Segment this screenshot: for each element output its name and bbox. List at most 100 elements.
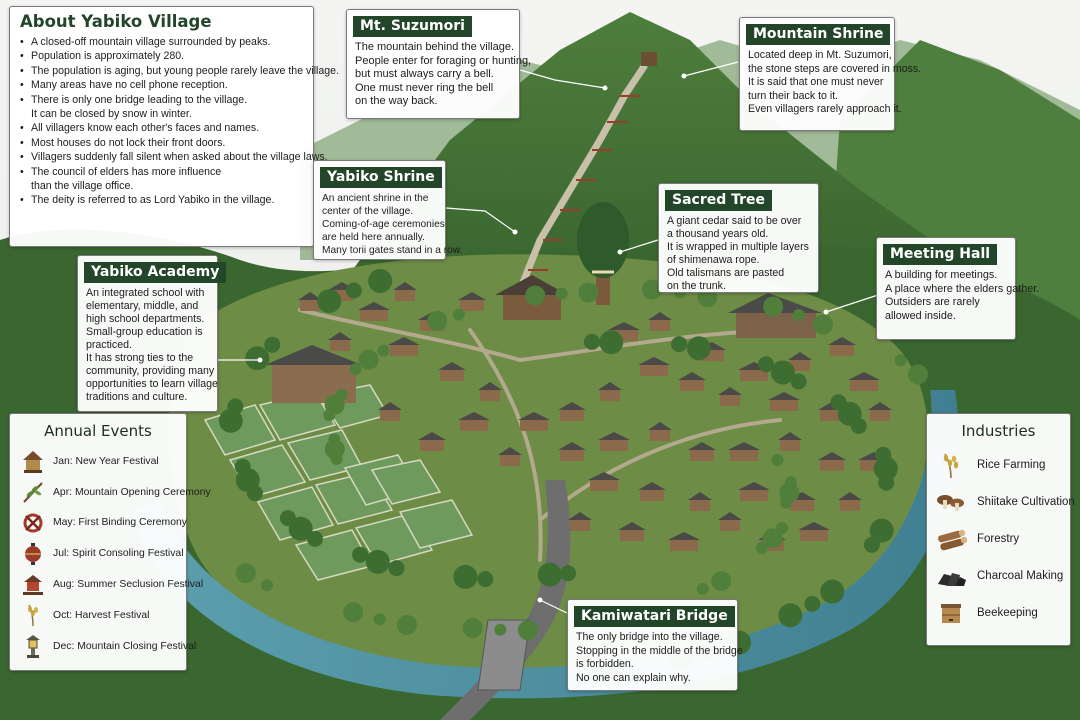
stone-lantern-icon [26, 635, 40, 659]
tree [452, 308, 465, 321]
tree [778, 603, 803, 628]
callout-line: but must always carry a bell. [355, 68, 494, 81]
tree [358, 349, 379, 370]
callout-line: of shimenawa rope. [667, 254, 760, 266]
tree [245, 346, 270, 371]
about-village-panel: About Yabiko Village A closed-off mounta… [9, 6, 339, 247]
tree [377, 344, 390, 357]
sacred-tree [577, 202, 629, 305]
callout-line: Outsiders are rarely [885, 296, 980, 309]
callout-line: traditions and culture. [86, 391, 188, 403]
about-item: Population is approximately 280. [20, 49, 307, 64]
tree [453, 564, 478, 589]
tree [583, 333, 600, 350]
industries-title: Industries [961, 422, 1036, 440]
callout-line: Small-group education is [86, 326, 203, 338]
about-item: It can be closed by snow in winter. [31, 108, 192, 121]
tree [784, 476, 797, 489]
tree [317, 289, 342, 314]
tree [525, 285, 546, 306]
event-label: Dec: Mountain Closing Festival [53, 640, 197, 652]
house [688, 442, 716, 461]
callout-title: Mt. Suzumori [353, 16, 472, 37]
tree [246, 485, 263, 502]
tree [830, 394, 847, 411]
event-label: Apr: Mountain Opening Ceremony [53, 486, 211, 498]
callout-line: The only bridge into the village. [576, 631, 723, 643]
beehive-icon [941, 603, 961, 623]
callout-sacred-tree: Sacred Tree A giant cedar said to be ove… [658, 183, 819, 293]
callout-line: turn their back to it. [748, 89, 839, 102]
about-item: A closed-off mountain village surrounded… [20, 35, 307, 50]
industry-row: Forestry [927, 520, 1070, 557]
house [718, 387, 742, 406]
callout-line: People enter for foraging or hunting, [355, 54, 532, 67]
tree [264, 336, 281, 353]
tree [776, 522, 788, 535]
house [798, 522, 830, 541]
industry-label: Beekeeping [977, 606, 1038, 619]
tree [330, 452, 343, 465]
house [498, 447, 522, 466]
event-row: Aug: Summer Seclusion Festival [10, 569, 203, 600]
house [838, 492, 862, 511]
tree [537, 562, 562, 587]
industry-row: Charcoal Making [927, 557, 1070, 594]
event-row: Jul: Spirit Consoling Festival [10, 538, 186, 569]
callout-line: Old talismans are pasted [667, 267, 785, 279]
house [828, 337, 856, 356]
event-row: Jan: New Year Festival [10, 446, 186, 477]
callout-line: A giant cedar said to be over [667, 215, 802, 227]
house [568, 512, 592, 531]
callout-title: Sacred Tree [665, 190, 773, 211]
tree [642, 279, 663, 300]
house [638, 482, 666, 501]
about-item: than the village office. [31, 180, 134, 193]
house [678, 372, 706, 391]
event-row: Apr: Mountain Opening Ceremony [10, 477, 211, 508]
industry-row: Rice Farming [927, 446, 1070, 483]
house [518, 412, 550, 431]
event-label: Jan: New Year Festival [53, 455, 159, 467]
tree [792, 308, 805, 321]
house [598, 382, 622, 401]
tree [343, 602, 364, 623]
rice-icon [943, 453, 959, 478]
callout-body: The mountain behind the village.People e… [347, 41, 532, 115]
house [768, 392, 800, 411]
rice-stalk-icon [28, 605, 38, 627]
tree [235, 563, 256, 584]
about-item: Most houses do not lock their front door… [20, 136, 307, 151]
house [558, 402, 586, 421]
tree [820, 579, 845, 604]
house [358, 302, 390, 321]
tree [711, 571, 732, 592]
house [458, 412, 490, 431]
tree [388, 560, 405, 577]
about-item: All villagers know each other's faces an… [20, 121, 307, 136]
tree [813, 314, 834, 335]
house [728, 442, 760, 461]
leader-lines [218, 61, 879, 614]
house [558, 442, 586, 461]
tree [755, 542, 768, 554]
house [458, 292, 486, 311]
tree [686, 336, 711, 361]
callout-kamiwatari-bridge: Kamiwatari Bridge The only bridge into t… [567, 599, 743, 691]
tree [494, 623, 507, 636]
house [478, 382, 502, 401]
tree [349, 363, 362, 376]
house [688, 492, 712, 511]
tree [671, 336, 688, 353]
house [388, 337, 420, 356]
tree [779, 482, 800, 503]
callout-line: One must never ring the bell [355, 81, 494, 94]
tree [555, 287, 568, 300]
tree [771, 454, 784, 466]
village-basin [168, 254, 928, 691]
